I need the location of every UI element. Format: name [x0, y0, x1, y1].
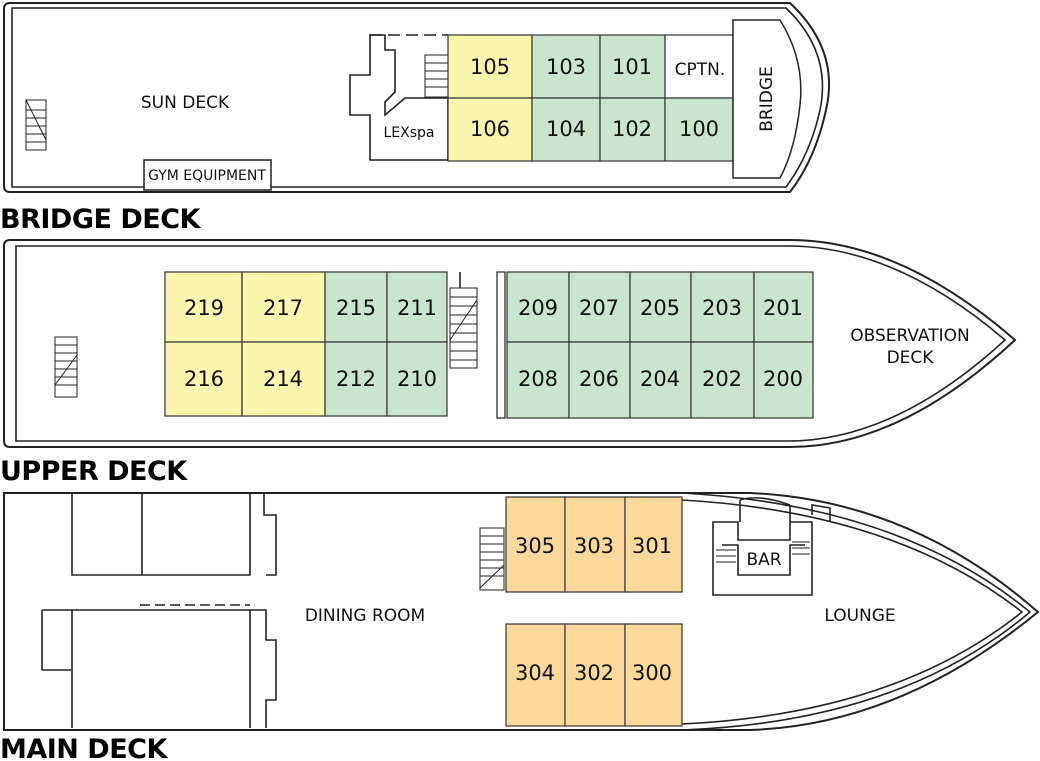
cabin-207-label: 207 [579, 296, 619, 320]
cabin-100-label: 100 [679, 117, 719, 141]
bridge-label: BRIDGE [757, 66, 777, 132]
cabin-210[interactable] [386, 341, 448, 417]
cabin-216[interactable] [164, 341, 243, 417]
bridge-deck-stairs-left [25, 99, 47, 151]
cabin-302-label: 302 [574, 661, 614, 685]
cabin-105[interactable] [447, 34, 533, 99]
spa-walls [349, 34, 449, 161]
main-deck-hull [3, 492, 1040, 731]
cabin-209[interactable] [506, 271, 570, 343]
cabin-106-label: 106 [470, 117, 510, 141]
cabin-106[interactable] [447, 97, 533, 162]
cabin-104[interactable] [531, 97, 601, 162]
cabin-304[interactable] [505, 623, 566, 727]
bridge-room [732, 19, 802, 179]
cabin-102-label: 102 [612, 117, 652, 141]
cabin-101[interactable] [599, 34, 666, 99]
upper-deck-stairs-left [54, 336, 78, 398]
cabin-205[interactable] [629, 271, 692, 343]
main-deck-room-top [71, 493, 251, 576]
cabin-201[interactable] [753, 271, 814, 343]
cabin-305[interactable] [505, 496, 566, 593]
main-deck-stairs [479, 527, 505, 591]
cabin-200[interactable] [753, 341, 814, 419]
upper-deck-divider [496, 271, 506, 419]
cabin-301[interactable] [624, 496, 683, 593]
cabin-217[interactable] [241, 271, 326, 343]
bar-steps [716, 541, 810, 563]
cabin-219[interactable] [164, 271, 243, 343]
cabin-103-label: 103 [546, 55, 586, 79]
cabin-103[interactable] [531, 34, 601, 99]
main-deck: DINING ROOM 305 303 301 304 302 300 [3, 492, 1040, 731]
gym-equipment-label: GYM EQUIPMENT [148, 168, 266, 184]
dining-room-label: DINING ROOM [305, 606, 425, 626]
cabin-301-label: 301 [632, 534, 672, 558]
upper-deck: 219 217 215 211 216 214 212 210 209 207 [3, 239, 1017, 448]
upper-deck-stairs-center [449, 287, 478, 369]
cabin-202[interactable] [690, 341, 755, 419]
cabin-304-label: 304 [515, 661, 555, 685]
cabin-302[interactable] [564, 623, 626, 727]
cabin-216-label: 216 [184, 367, 224, 391]
cabin-305-label: 305 [515, 534, 555, 558]
captain-cabin [664, 34, 734, 99]
cabin-105-label: 105 [470, 55, 510, 79]
sun-deck-label: SUN DECK [141, 93, 230, 113]
cabin-217-label: 217 [263, 296, 303, 320]
cabin-300[interactable] [624, 623, 683, 727]
observation-label-line1: OBSERVATION [850, 326, 970, 346]
cabin-100[interactable] [664, 97, 734, 162]
upper-deck-title: UPPER DECK [0, 456, 188, 487]
observation-label-line2: DECK [887, 348, 935, 368]
main-deck-title: MAIN DECK [0, 734, 168, 761]
cabin-214-label: 214 [263, 367, 303, 391]
bridge-deck: SUN DECK GYM EQUIPMENT LEXspa 105 106 10… [3, 2, 830, 193]
lounge-label: LOUNGE [824, 606, 895, 626]
cabin-211-label: 211 [397, 296, 437, 320]
cabin-215[interactable] [324, 271, 388, 343]
cabin-201-label: 201 [763, 296, 803, 320]
cabin-104-label: 104 [546, 117, 586, 141]
cabin-206-label: 206 [579, 367, 619, 391]
main-deck-room-bottom [71, 609, 251, 728]
cabin-205-label: 205 [640, 296, 680, 320]
cabin-204-label: 204 [640, 367, 680, 391]
cabin-209-label: 209 [518, 296, 558, 320]
cabin-200-label: 200 [763, 367, 803, 391]
cabin-212-label: 212 [336, 367, 376, 391]
cabin-215-label: 215 [336, 296, 376, 320]
captain-label: CPTN. [675, 60, 726, 80]
cabin-210-label: 210 [397, 367, 437, 391]
gym-equipment-box [143, 159, 272, 191]
cabin-207[interactable] [568, 271, 631, 343]
cabin-303[interactable] [564, 496, 626, 593]
cabin-101-label: 101 [612, 55, 652, 79]
cabin-208-label: 208 [518, 367, 558, 391]
cabin-300-label: 300 [632, 661, 672, 685]
cabin-203[interactable] [690, 271, 755, 343]
cabin-206[interactable] [568, 341, 631, 419]
bar-label: BAR [746, 550, 781, 570]
cabin-203-label: 203 [702, 296, 742, 320]
cabin-303-label: 303 [574, 534, 614, 558]
spa-label: LEXspa [384, 125, 435, 141]
cabin-202-label: 202 [702, 367, 742, 391]
cabin-211[interactable] [386, 271, 448, 343]
cabin-214[interactable] [241, 341, 326, 417]
spa-stairs [424, 54, 449, 98]
bridge-deck-title: BRIDGE DECK [0, 204, 202, 235]
cabin-219-label: 219 [184, 296, 224, 320]
